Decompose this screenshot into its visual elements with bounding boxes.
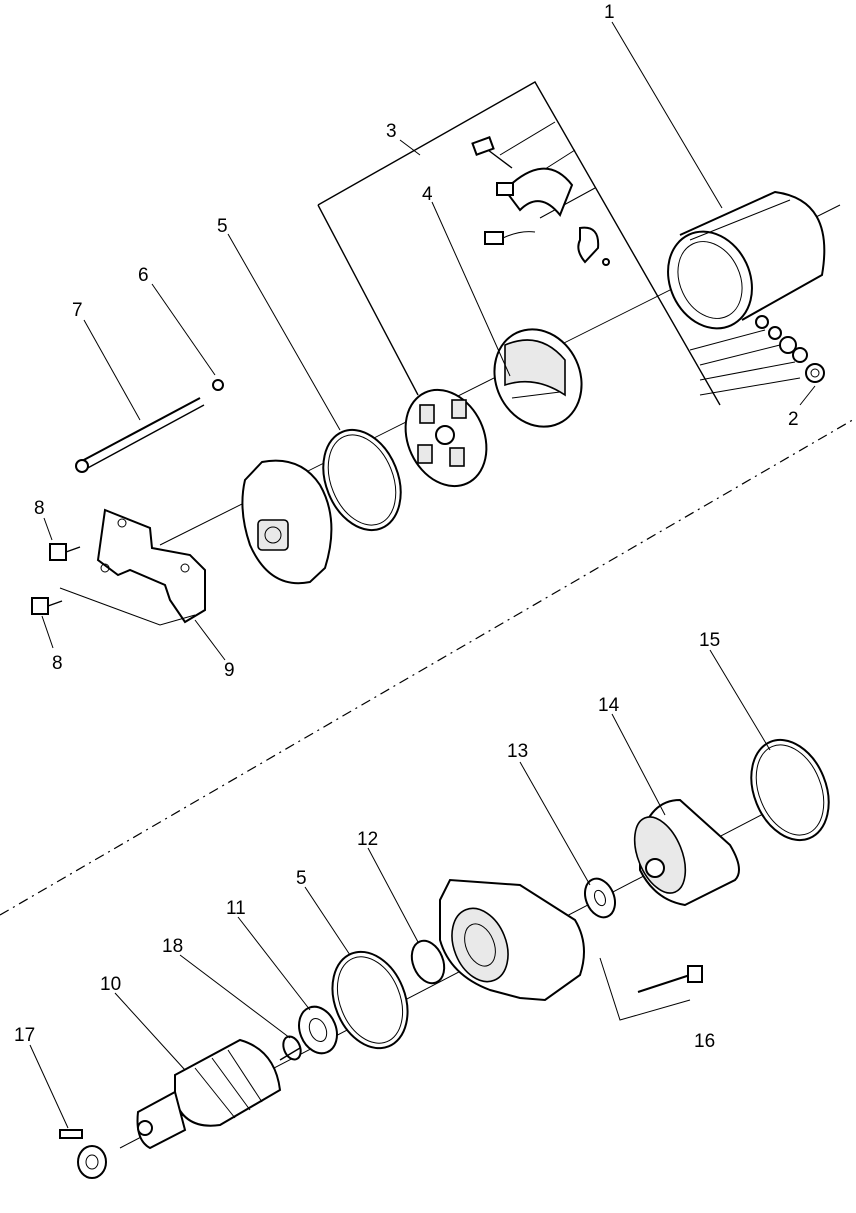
o-ring-15	[750, 738, 830, 842]
callout-8-upper: 8	[34, 498, 45, 519]
callout-8-lower: 8	[52, 653, 63, 674]
o-ring-12	[410, 939, 446, 985]
callout-15: 15	[699, 630, 720, 651]
callout-7: 7	[72, 300, 83, 321]
o-ring-upper	[322, 428, 402, 532]
callout-9: 9	[224, 660, 235, 681]
commutator-end-frame	[241, 459, 333, 585]
yoke-housing	[667, 190, 826, 330]
callout-5-lower: 5	[296, 868, 307, 889]
callout-13: 13	[507, 741, 528, 762]
callout-18: 18	[162, 936, 183, 957]
o-ring-lower	[331, 950, 409, 1050]
bearing	[298, 1005, 338, 1055]
callout-10: 10	[100, 974, 121, 995]
washer-nut-set	[755, 315, 825, 383]
armature-washer	[282, 1035, 302, 1061]
callout-labels: 1 2 3 4 5 6 7 8 8 9 10 11 12 5 13 14 15 …	[14, 2, 799, 1052]
callout-4: 4	[422, 184, 433, 205]
end-cap	[59, 1129, 107, 1179]
callout-5-upper: 5	[217, 216, 228, 237]
callout-3: 3	[386, 121, 397, 142]
callout-14: 14	[598, 695, 620, 716]
through-bolt	[75, 379, 224, 473]
brush-plate	[404, 388, 488, 488]
callout-12: 12	[357, 829, 378, 850]
drive-end-housing	[439, 878, 585, 1002]
brush-terminal-parts	[471, 136, 610, 266]
armature	[136, 1038, 301, 1150]
callout-16: 16	[694, 1031, 715, 1052]
callout-2: 2	[788, 409, 799, 430]
callout-11: 11	[226, 898, 246, 919]
mounting-bracket	[96, 508, 206, 624]
leader-lines	[29, 21, 816, 1129]
callout-6: 6	[138, 265, 149, 286]
assembly-axis-lines	[0, 204, 856, 1149]
bracket-bolts	[31, 543, 196, 626]
drive-clutch-gear	[633, 798, 740, 907]
brush-holder-cover	[493, 328, 583, 428]
thrust-washer	[584, 877, 616, 919]
housing-bolt	[599, 957, 703, 1021]
callout-1: 1	[604, 2, 615, 23]
callout-17: 17	[14, 1025, 35, 1046]
